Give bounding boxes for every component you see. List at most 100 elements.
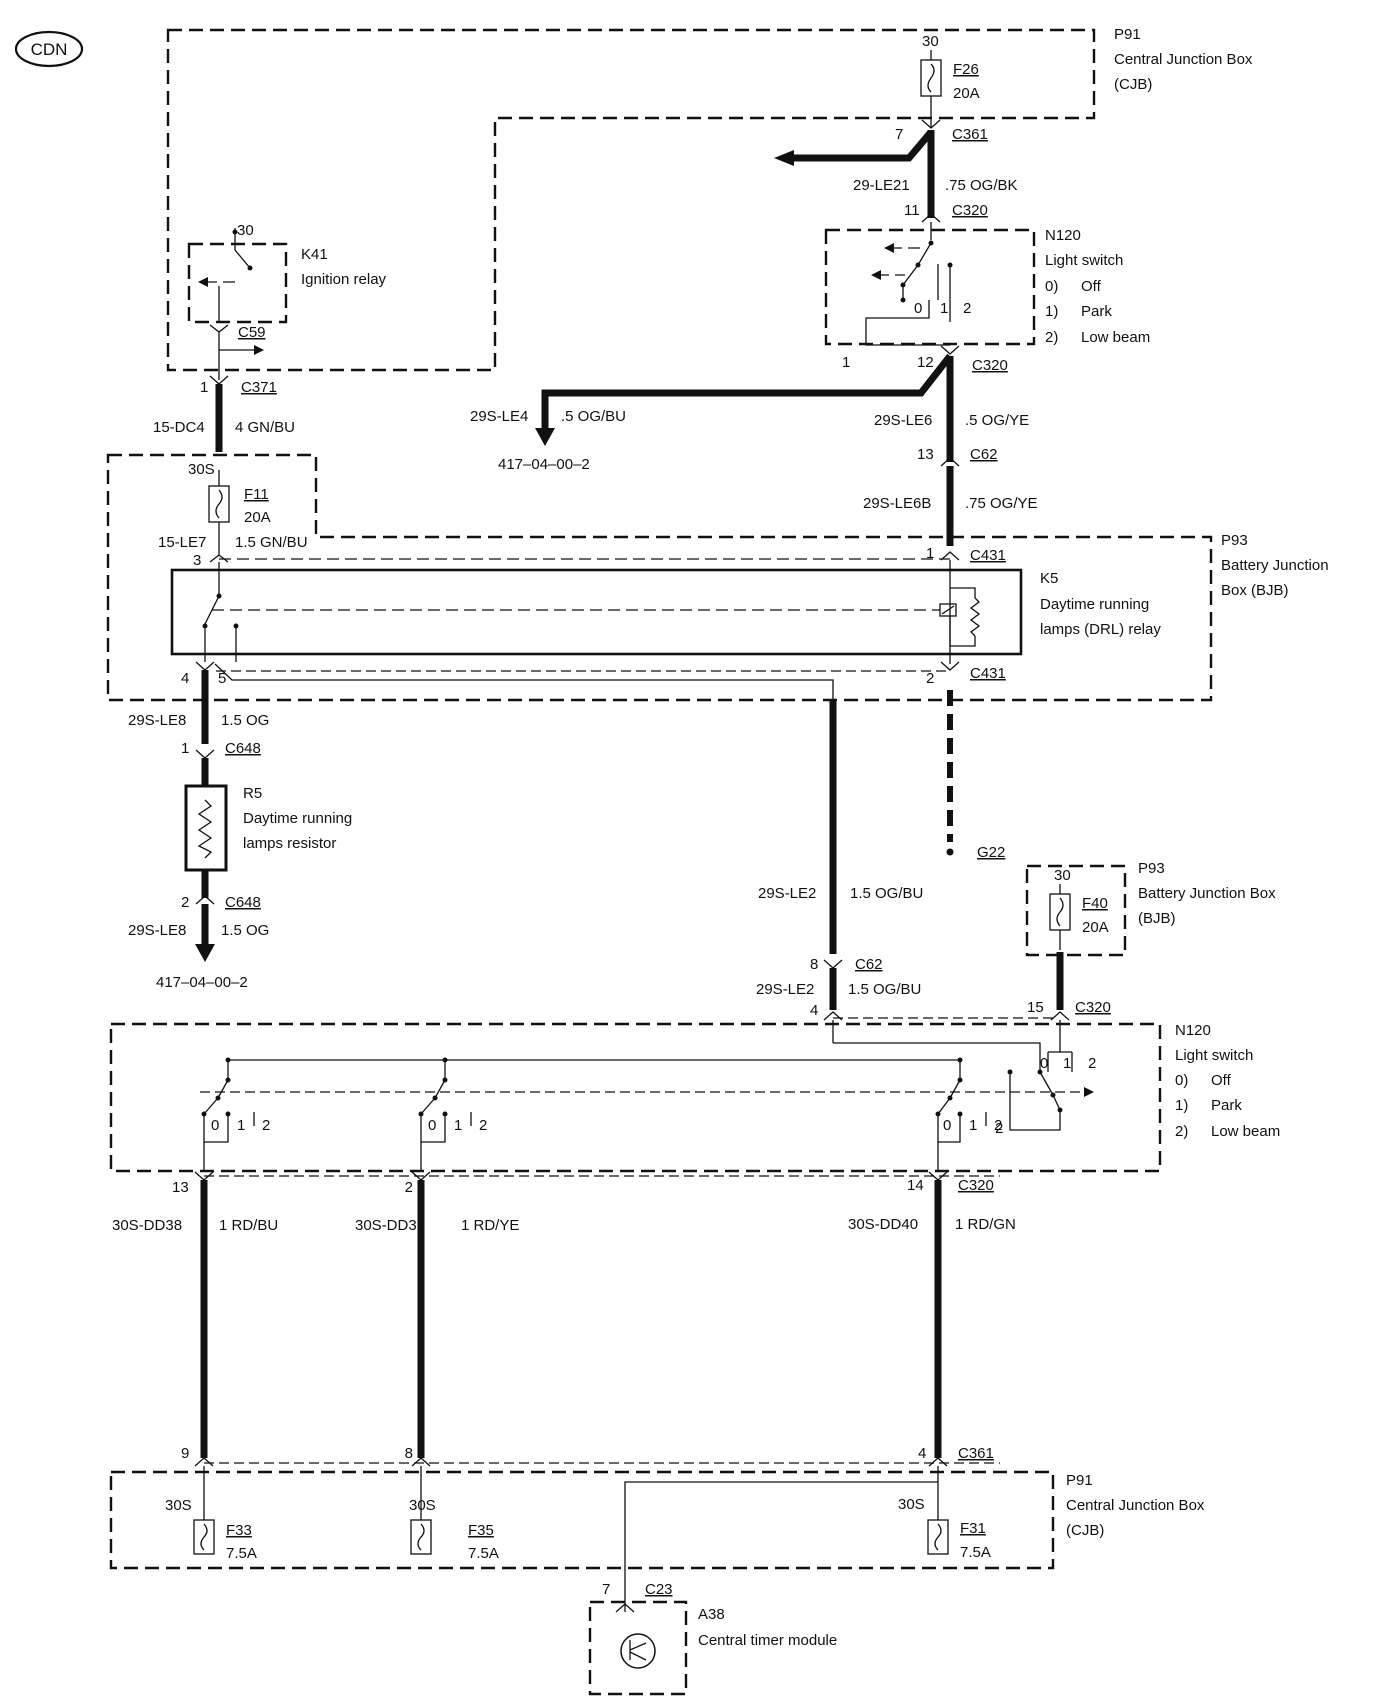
n120-bottom-s4-pos2-b: 2 bbox=[995, 1120, 1003, 1137]
wire-dc4-circuit: 15-DC4 bbox=[153, 419, 205, 436]
wire-le2-b-circuit: 29S-LE2 bbox=[756, 981, 814, 998]
n120-bottom-s1-pos0: 0 bbox=[211, 1117, 219, 1134]
n120-top-pos0: 0) bbox=[1045, 278, 1058, 295]
wire-dc4-spec: 4 GN/BU bbox=[235, 419, 295, 436]
c371-code: C371 bbox=[241, 379, 277, 396]
c320-e-pin-a: 13 bbox=[172, 1179, 189, 1196]
p93-mid-name2: Box (BJB) bbox=[1221, 582, 1289, 599]
wire-le6-circuit: 29S-LE6 bbox=[874, 412, 932, 429]
a38-code: A38 bbox=[698, 1606, 725, 1623]
wire-le6-spec: .5 OG/YE bbox=[965, 412, 1029, 429]
n120-top-pos2-label: 2 bbox=[963, 300, 971, 317]
c648-a-connector-mark bbox=[195, 749, 215, 759]
p93-right-name: Battery Junction Box bbox=[1138, 885, 1276, 902]
p91-bottom-name: Central Junction Box bbox=[1066, 1497, 1205, 1514]
n120-bottom-s2-pos1: 1 bbox=[454, 1117, 462, 1134]
c320-a-code: C320 bbox=[952, 202, 988, 219]
f35-fuse bbox=[410, 1466, 432, 1555]
n120-bottom-s2-pos2: 2 bbox=[479, 1117, 487, 1134]
f40-rating: 20A bbox=[1082, 919, 1109, 936]
f26-pin: 30 bbox=[922, 33, 939, 50]
f40-fuse bbox=[1049, 884, 1071, 950]
n120-bottom-pos1: 1) bbox=[1175, 1097, 1188, 1114]
c59-code: C59 bbox=[238, 324, 266, 341]
wire-le8-a-spec: 1.5 OG bbox=[221, 712, 269, 729]
p93-mid-enclosure bbox=[106, 453, 1213, 702]
p93-right-abbr: (BJB) bbox=[1138, 910, 1176, 927]
f35-pin: 30S bbox=[409, 1497, 436, 1514]
c320-e-pin-b: 2 bbox=[405, 1179, 413, 1196]
wire-le6b-circuit: 29S-LE6B bbox=[863, 495, 931, 512]
n120-bottom-code: N120 bbox=[1175, 1022, 1211, 1039]
p93-mid-code: P93 bbox=[1221, 532, 1248, 549]
r5-name2: lamps resistor bbox=[243, 835, 336, 852]
c431-a-connector-mark bbox=[940, 551, 960, 561]
n120-bottom-s3-pos2: 2 bbox=[994, 1117, 1002, 1134]
wire-le2-b-spec: 1.5 OG/BU bbox=[848, 981, 921, 998]
k41-name: Ignition relay bbox=[301, 271, 387, 288]
n120-bottom-s1-pos1: 1 bbox=[237, 1117, 245, 1134]
c59-connector-mark bbox=[209, 324, 229, 333]
k5-pin4: 4 bbox=[181, 670, 189, 687]
c648-b-connector-mark bbox=[195, 895, 215, 905]
n120-bottom-name: Light switch bbox=[1175, 1047, 1253, 1064]
f40-name: F40 bbox=[1082, 895, 1108, 912]
p91-top-name: Central Junction Box bbox=[1114, 51, 1253, 68]
c62-b-code: C62 bbox=[855, 956, 883, 973]
wire-le4-spec: .5 OG/BU bbox=[561, 408, 626, 425]
wire-le7-spec: 1.5 GN/BU bbox=[235, 534, 308, 551]
wire-dd40-circuit: 30S-DD40 bbox=[848, 1216, 918, 1233]
k41-enclosure bbox=[187, 242, 288, 324]
c361-bottom-pin4-mark bbox=[928, 1457, 948, 1467]
c320-c-pin: 4 bbox=[810, 1002, 818, 1019]
n120-bottom-pos2: 2) bbox=[1175, 1123, 1188, 1140]
f33-fuse bbox=[193, 1466, 215, 1555]
c361-bottom-pin8-mark bbox=[411, 1457, 431, 1467]
n120-top-park: Park bbox=[1081, 303, 1112, 320]
f11-pin: 30S bbox=[188, 461, 215, 478]
k41-pin: 30 bbox=[237, 222, 254, 239]
wire-le21-branch bbox=[790, 129, 934, 162]
f31-fuse bbox=[927, 1466, 949, 1555]
p93-right-pin: 30 bbox=[1054, 867, 1071, 884]
k5-pin3: 3 bbox=[193, 552, 201, 569]
n120-bottom-s2-pos0: 0 bbox=[428, 1117, 436, 1134]
wire-le8-b-spec: 1.5 OG bbox=[221, 922, 269, 939]
wire-le7-circuit: 15-LE7 bbox=[158, 534, 206, 551]
f26-rating: 20A bbox=[953, 85, 980, 102]
c62-b-connector-mark bbox=[823, 959, 843, 969]
f11-fuse bbox=[208, 470, 230, 556]
n120-bottom-pos0: 0) bbox=[1175, 1072, 1188, 1089]
n120-top-off: Off bbox=[1081, 278, 1102, 295]
c320-a-connector-mark bbox=[921, 213, 941, 223]
k41-relay bbox=[198, 228, 253, 322]
c361-top-connector-mark bbox=[921, 119, 941, 129]
n120-bottom-park: Park bbox=[1211, 1097, 1242, 1114]
c431-b-pin: 2 bbox=[926, 670, 934, 687]
f35-name: F35 bbox=[468, 1522, 494, 1539]
c361-bottom-pin9-mark bbox=[194, 1457, 214, 1467]
arrow-left-icon bbox=[774, 150, 794, 166]
c648-b-pin: 2 bbox=[181, 894, 189, 911]
n120-top-name: Light switch bbox=[1045, 252, 1123, 269]
n120-bottom-s3-pos0: 0 bbox=[943, 1117, 951, 1134]
f11-rating: 20A bbox=[244, 509, 271, 526]
wire-dd38-circuit: 30S-DD38 bbox=[112, 1217, 182, 1234]
n120-bottom-off: Off bbox=[1211, 1072, 1232, 1089]
a38-name: Central timer module bbox=[698, 1632, 837, 1649]
p91-top-code: P91 bbox=[1114, 26, 1141, 43]
c361-bottom-pin-a: 9 bbox=[181, 1445, 189, 1462]
arrow-down-icon-2 bbox=[195, 944, 215, 962]
n120-bottom-s3-pos1: 1 bbox=[969, 1117, 977, 1134]
f31-name: F31 bbox=[960, 1520, 986, 1537]
n120-top-enclosure bbox=[824, 228, 1036, 346]
p91-bottom-abbr: (CJB) bbox=[1066, 1522, 1104, 1539]
c23-pin: 7 bbox=[602, 1581, 610, 1598]
n120-top-pos1: 1) bbox=[1045, 303, 1058, 320]
k5-pin3-mark bbox=[209, 554, 229, 563]
f33-pin: 30S bbox=[165, 1497, 192, 1514]
wire-le8-a-circuit: 29S-LE8 bbox=[128, 712, 186, 729]
n120-top-low: Low beam bbox=[1081, 329, 1150, 346]
a38-enclosure bbox=[588, 1600, 688, 1696]
n120-top-pos0-label: 0 bbox=[914, 300, 922, 317]
